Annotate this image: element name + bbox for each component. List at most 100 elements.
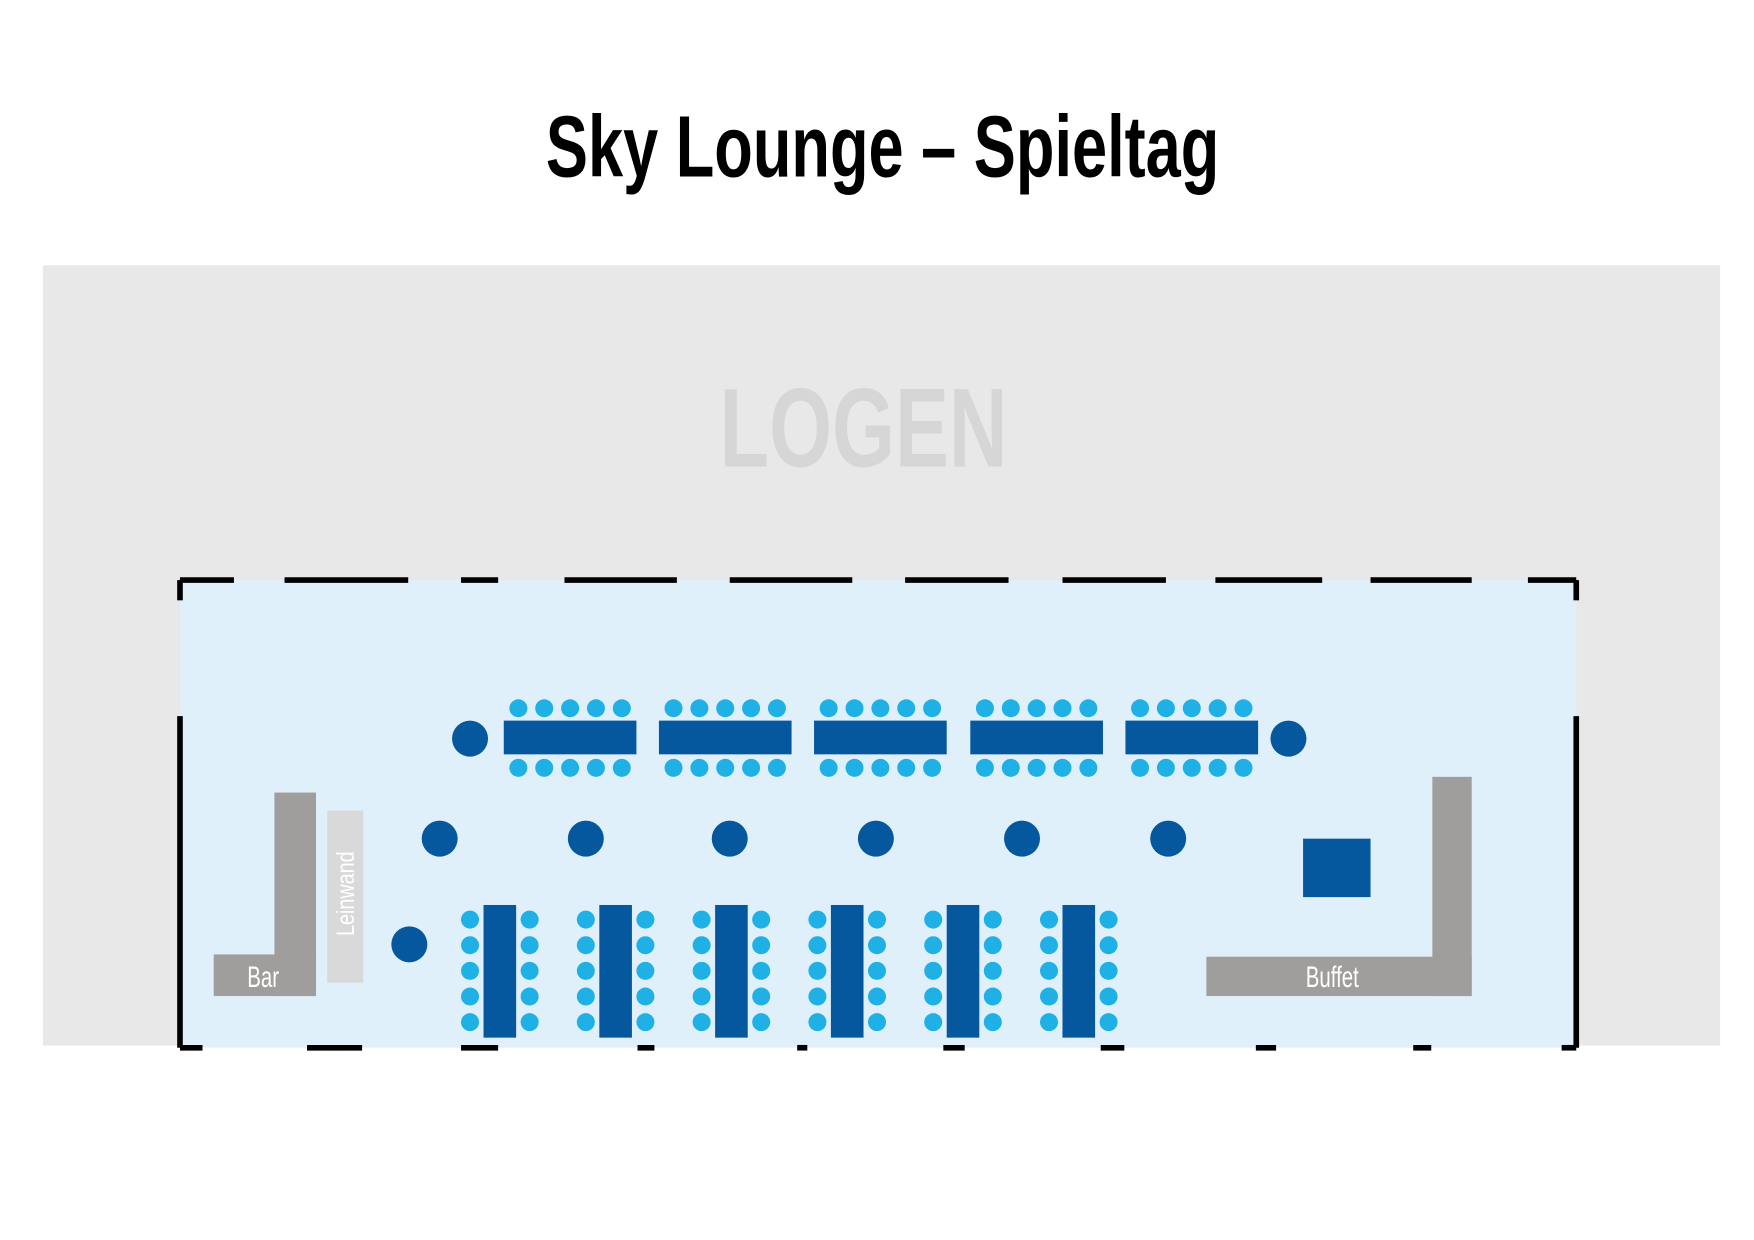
high-table[interactable] bbox=[421, 820, 458, 857]
chair[interactable] bbox=[808, 987, 827, 1006]
chair[interactable] bbox=[924, 961, 943, 980]
chair[interactable] bbox=[1099, 910, 1118, 929]
chair[interactable] bbox=[983, 987, 1002, 1006]
chair[interactable] bbox=[752, 961, 771, 980]
chair[interactable] bbox=[868, 936, 886, 955]
high-table[interactable] bbox=[391, 926, 428, 963]
chair[interactable] bbox=[868, 910, 886, 929]
long-table[interactable] bbox=[830, 904, 864, 1038]
chair[interactable] bbox=[690, 758, 709, 777]
chair[interactable] bbox=[612, 699, 631, 718]
chair[interactable] bbox=[1040, 910, 1058, 929]
high-table[interactable] bbox=[1270, 720, 1307, 757]
vertical-table-group[interactable] bbox=[1040, 904, 1118, 1038]
chair[interactable] bbox=[576, 910, 595, 929]
chair[interactable] bbox=[561, 758, 580, 777]
chair[interactable] bbox=[1099, 936, 1118, 955]
vertical-table-group[interactable] bbox=[924, 904, 1002, 1038]
bar-counter-horizontal[interactable] bbox=[213, 954, 317, 997]
long-table-group[interactable] bbox=[970, 699, 1103, 777]
chair[interactable] bbox=[1099, 961, 1118, 980]
long-table[interactable] bbox=[1125, 720, 1259, 755]
chair[interactable] bbox=[742, 699, 761, 718]
chair[interactable] bbox=[868, 1013, 886, 1032]
long-table-group[interactable] bbox=[814, 699, 947, 777]
long-table[interactable] bbox=[503, 720, 637, 755]
chair[interactable] bbox=[520, 987, 539, 1006]
chair[interactable] bbox=[924, 910, 943, 929]
chair[interactable] bbox=[1099, 1013, 1118, 1032]
long-table-group[interactable] bbox=[658, 699, 792, 777]
chair[interactable] bbox=[1053, 699, 1072, 718]
high-table[interactable] bbox=[452, 720, 489, 757]
chair[interactable] bbox=[897, 699, 916, 718]
chair[interactable] bbox=[1001, 699, 1020, 718]
long-table[interactable] bbox=[946, 904, 980, 1038]
chair[interactable] bbox=[520, 910, 539, 929]
chair[interactable] bbox=[461, 910, 480, 929]
chair[interactable] bbox=[716, 758, 735, 777]
chair[interactable] bbox=[897, 758, 916, 777]
chair[interactable] bbox=[535, 699, 554, 718]
chair[interactable] bbox=[692, 910, 711, 929]
leinwand-panel[interactable] bbox=[327, 810, 364, 983]
chair[interactable] bbox=[1234, 758, 1253, 777]
chair[interactable] bbox=[808, 1013, 827, 1032]
vertical-table-group[interactable] bbox=[576, 904, 655, 1038]
long-table-group[interactable] bbox=[1125, 699, 1259, 777]
chair[interactable] bbox=[1182, 699, 1201, 718]
chair[interactable] bbox=[1040, 961, 1058, 980]
chair[interactable] bbox=[690, 699, 709, 718]
chair[interactable] bbox=[1040, 1013, 1058, 1032]
chair[interactable] bbox=[1027, 699, 1046, 718]
chair[interactable] bbox=[612, 758, 631, 777]
chair[interactable] bbox=[767, 699, 786, 718]
chair[interactable] bbox=[1040, 936, 1058, 955]
chair[interactable] bbox=[983, 936, 1002, 955]
chair[interactable] bbox=[983, 961, 1002, 980]
chair[interactable] bbox=[692, 961, 711, 980]
chair[interactable] bbox=[576, 987, 595, 1006]
long-table[interactable] bbox=[599, 904, 632, 1038]
chair[interactable] bbox=[1040, 987, 1058, 1006]
high-table[interactable] bbox=[1004, 820, 1041, 857]
chair[interactable] bbox=[636, 987, 655, 1006]
chair[interactable] bbox=[1053, 758, 1072, 777]
chair[interactable] bbox=[692, 1013, 711, 1032]
chair[interactable] bbox=[1208, 699, 1227, 718]
chair[interactable] bbox=[924, 1013, 943, 1032]
chair[interactable] bbox=[461, 936, 480, 955]
chair[interactable] bbox=[1156, 758, 1175, 777]
chair[interactable] bbox=[819, 758, 838, 777]
chair[interactable] bbox=[1079, 758, 1098, 777]
chair[interactable] bbox=[975, 758, 994, 777]
chair[interactable] bbox=[924, 936, 943, 955]
chair[interactable] bbox=[923, 699, 942, 718]
chair[interactable] bbox=[636, 961, 655, 980]
chair[interactable] bbox=[636, 936, 655, 955]
long-table-group[interactable] bbox=[503, 699, 637, 777]
long-table[interactable] bbox=[814, 720, 947, 755]
long-table[interactable] bbox=[658, 720, 792, 755]
chair[interactable] bbox=[576, 1013, 595, 1032]
chair[interactable] bbox=[1001, 758, 1020, 777]
chair[interactable] bbox=[664, 758, 683, 777]
buffet-counter[interactable]: Buffet bbox=[1206, 776, 1472, 997]
chair[interactable] bbox=[868, 961, 886, 980]
chair[interactable] bbox=[808, 961, 827, 980]
service-table[interactable] bbox=[1303, 838, 1371, 898]
chair[interactable] bbox=[692, 936, 711, 955]
chair[interactable] bbox=[509, 699, 528, 718]
high-table[interactable] bbox=[1150, 820, 1187, 857]
chair[interactable] bbox=[1156, 699, 1175, 718]
leinwand-screen[interactable]: Leinwand bbox=[327, 810, 364, 983]
long-table[interactable] bbox=[1062, 904, 1096, 1038]
chair[interactable] bbox=[1234, 699, 1253, 718]
chair[interactable] bbox=[808, 910, 827, 929]
chair[interactable] bbox=[1131, 699, 1150, 718]
high-table[interactable] bbox=[711, 820, 748, 857]
chair[interactable] bbox=[752, 1013, 771, 1032]
chair[interactable] bbox=[586, 758, 605, 777]
bar-counter[interactable]: Bar bbox=[213, 792, 317, 997]
chair[interactable] bbox=[871, 699, 890, 718]
